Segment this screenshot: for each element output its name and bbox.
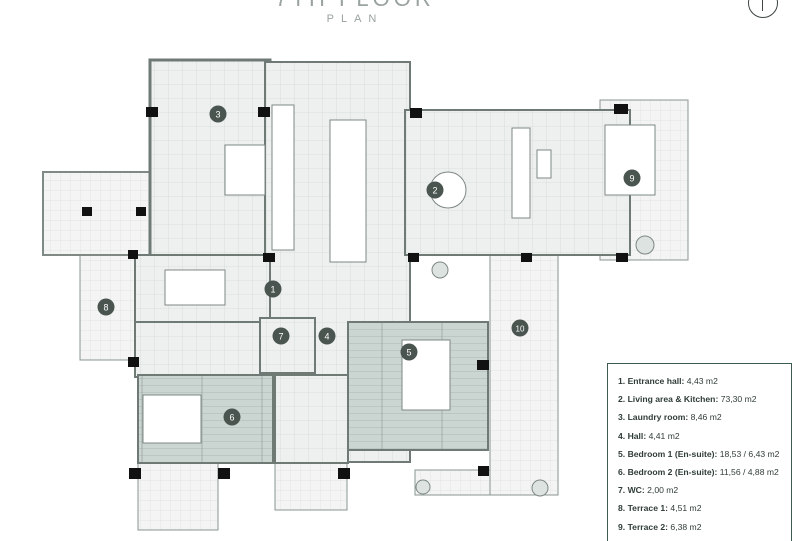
legend-item: 8. Terrace 1: 4,51 m2: [618, 503, 702, 514]
room-marker: 5: [400, 343, 418, 361]
bed-2: [142, 394, 202, 444]
room-marker: 6: [223, 408, 241, 426]
svg-text:6: 6: [229, 413, 234, 423]
svg-text:1: 1: [270, 285, 275, 295]
svg-text:9: 9: [629, 174, 634, 184]
legend-item: 6. Bedroom 2 (En-suite): 11,56 / 4,88 m2: [618, 467, 779, 478]
svg-text:8: 8: [103, 303, 108, 313]
legend-item: 9. Terrace 2: 6,38 m2: [618, 521, 702, 532]
svg-text:3: 3: [215, 110, 220, 120]
laundry-unit: [224, 144, 266, 196]
legend-item: 7. WC: 2,00 m2: [618, 485, 679, 496]
floor-title: 7TH FLOOR: [0, 0, 710, 12]
room-legend: 1. Entrance hall: 4,43 m2 2. Living area…: [607, 363, 792, 541]
legend-item: 2. Living area & Kitchen: 73,30 m2: [618, 394, 757, 405]
room-marker: 1: [264, 280, 282, 298]
room-marker: 4: [318, 327, 336, 345]
furniture: [142, 104, 656, 497]
kitchen-counter: [271, 104, 295, 251]
svg-text:7: 7: [278, 332, 283, 342]
legend-item: 4. Hall: 4,41 m2: [618, 430, 680, 441]
columns: [82, 104, 628, 479]
room-marker: 3: [209, 105, 227, 123]
svg-text:10: 10: [516, 325, 525, 334]
svg-text:4: 4: [324, 332, 329, 342]
room-marker: 8: [97, 298, 115, 316]
room-marker: 9: [623, 169, 641, 187]
legend-item: 1. Entrance hall: 4,43 m2: [618, 376, 718, 386]
room-marker: 2: [426, 181, 444, 199]
svg-text:2: 2: [432, 186, 437, 196]
room-marker: 10: [511, 319, 529, 337]
svg-text:5: 5: [406, 348, 411, 358]
legend-item: 5. Bedroom 1 (En-suite): 18,53 / 6,43 m2: [618, 448, 780, 459]
legend-item: 3. Laundry room: 8,46 m2: [618, 412, 722, 423]
room-marker: 7: [272, 327, 290, 345]
kitchen-island: [329, 119, 367, 263]
floor-subtitle: PLAN: [326, 13, 384, 25]
sofa: [511, 127, 531, 219]
